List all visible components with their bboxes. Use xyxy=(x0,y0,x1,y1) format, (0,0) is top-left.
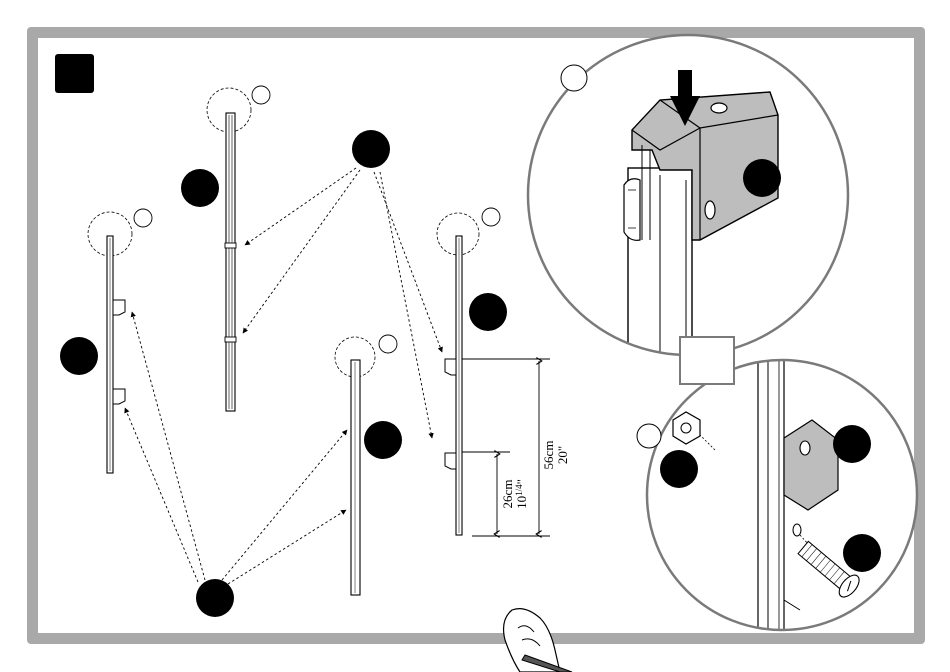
part-callout-circle xyxy=(743,159,781,197)
bracket-upper xyxy=(445,359,456,375)
part-callout-circle xyxy=(364,421,402,459)
detail-ref-circle xyxy=(379,335,397,353)
detail-ref-circle xyxy=(134,209,152,227)
detail-ref-circle xyxy=(637,424,661,448)
bracket-lower xyxy=(445,453,456,469)
rail-slot-lower xyxy=(225,337,236,342)
part-callout-circle xyxy=(833,425,871,463)
rail-slot-upper xyxy=(225,243,236,248)
bracket-upper xyxy=(113,300,125,315)
dimension-label-56cm: 56cm xyxy=(541,441,556,470)
part-callout-circle xyxy=(60,337,98,375)
step-number-box xyxy=(55,54,94,93)
detail-connector-box xyxy=(680,337,734,384)
part-callout-circle xyxy=(843,534,881,572)
bracket-hole xyxy=(711,103,727,113)
part-callout-circle xyxy=(660,450,698,488)
detail-ref-circle xyxy=(482,208,500,226)
part-callout-circle xyxy=(469,293,507,331)
detail-ref-circle xyxy=(252,86,270,104)
detail-ref-circle xyxy=(561,65,587,91)
part-callout-circle xyxy=(196,579,234,617)
bracket-hole xyxy=(705,201,715,219)
part-callout-circle xyxy=(181,169,219,207)
dimension-label-20in: 20" xyxy=(555,446,570,464)
bracket-lower xyxy=(113,389,125,404)
part-callout-circle xyxy=(352,130,390,168)
dimension-label-26cm: 26cm xyxy=(500,480,515,509)
